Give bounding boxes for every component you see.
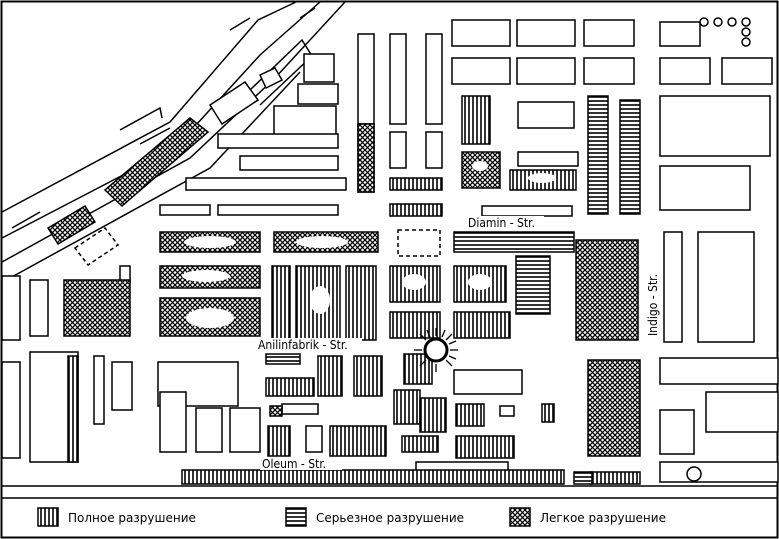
circle-icon <box>727 17 737 27</box>
legend-swatch-full <box>37 507 59 527</box>
street-label-anilinfabrik: Anilinfabrik - Str. <box>258 338 348 352</box>
circle-icon <box>741 27 751 37</box>
legend-label-light: Легкое разрушение <box>540 511 666 525</box>
circle-icon <box>686 466 702 482</box>
sun-burst-icon <box>414 328 458 372</box>
street-label-oleum: Oleum - Str. <box>262 457 326 471</box>
circle-icon <box>713 17 723 27</box>
street-label-indigo-wrapper: Indigo - Str. <box>646 248 660 338</box>
rail-building <box>208 80 260 126</box>
tanks <box>686 17 751 482</box>
street-label-indigo: Indigo - Str. <box>646 274 660 336</box>
legend-swatch-serious <box>285 507 307 527</box>
street-label-bg <box>260 457 342 470</box>
intact-buildings <box>1 19 779 483</box>
serious-destruction-blocks <box>265 95 641 485</box>
damage-blob-highlights <box>182 161 556 328</box>
rail-depot <box>73 226 120 267</box>
rail-yard-light-small <box>46 204 97 246</box>
rail-hut <box>259 67 284 90</box>
circle-icon <box>741 37 751 47</box>
street-label-bg <box>256 338 362 352</box>
circle-icon <box>699 17 709 27</box>
legend-swatch-light <box>509 507 531 527</box>
light-destruction-blocks <box>63 123 641 457</box>
street-label-bg <box>466 216 544 230</box>
rail-yard-light <box>103 117 210 208</box>
legend-label-full: Полное разрушение <box>68 511 196 525</box>
railway-area <box>1 1 346 279</box>
circle-icon <box>741 17 751 27</box>
legend-label-serious: Серьезное разрушение <box>316 511 464 525</box>
street-label-diamin: Diamin - Str. <box>468 216 535 230</box>
legend: Полное разрушение Серьезное разрушение Л… <box>37 507 666 527</box>
